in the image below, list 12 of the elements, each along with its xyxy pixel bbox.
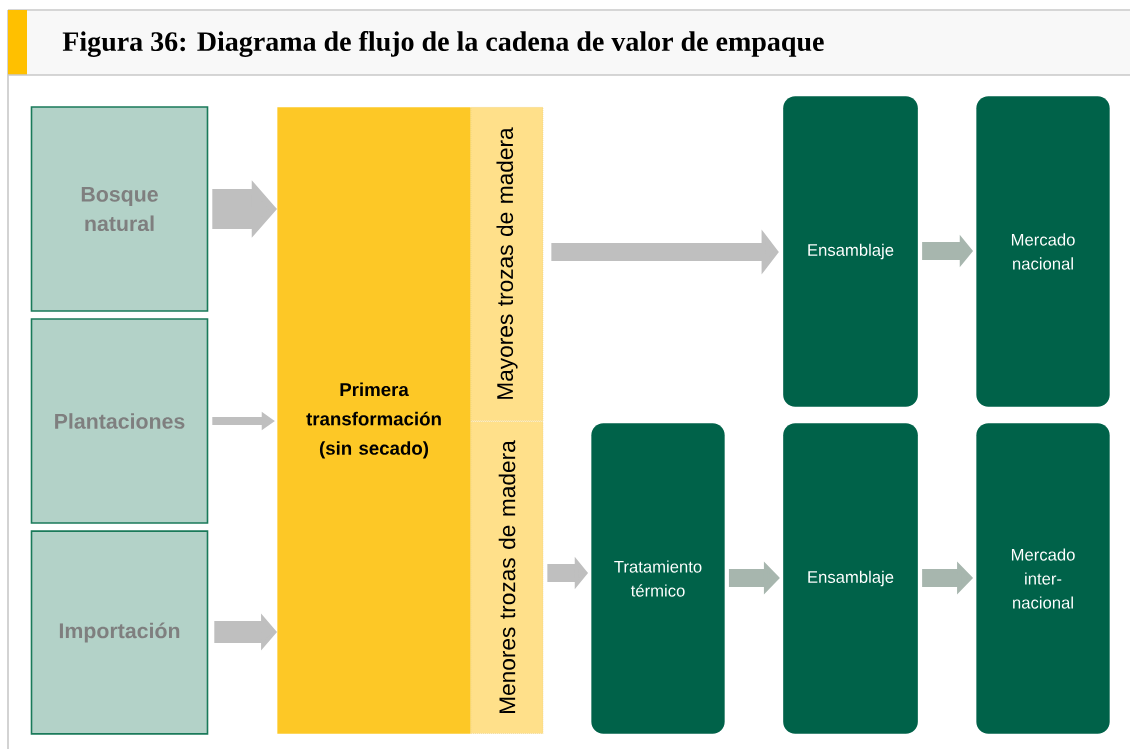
process-box: Tratamiento térmico xyxy=(591,423,725,734)
source-box: Bosque natural xyxy=(30,106,209,312)
process-box: Mercado inter- nacional xyxy=(976,423,1110,734)
source-box: Plantaciones xyxy=(30,318,209,524)
title: Figura 36: Diagrama de flujo de la cadena de valor de empaque xyxy=(62,31,824,57)
process-box: Ensamblaje xyxy=(783,96,918,407)
product-band: Menores trozas de madera xyxy=(470,421,544,734)
process-box: Ensamblaje xyxy=(783,423,918,734)
process-box: Primera transformación (sin secado) xyxy=(277,107,471,734)
source-box: Importación xyxy=(30,530,209,735)
product-band: Mayores trozas de madera xyxy=(470,107,544,421)
process-box: Mercado nacional xyxy=(976,96,1110,407)
